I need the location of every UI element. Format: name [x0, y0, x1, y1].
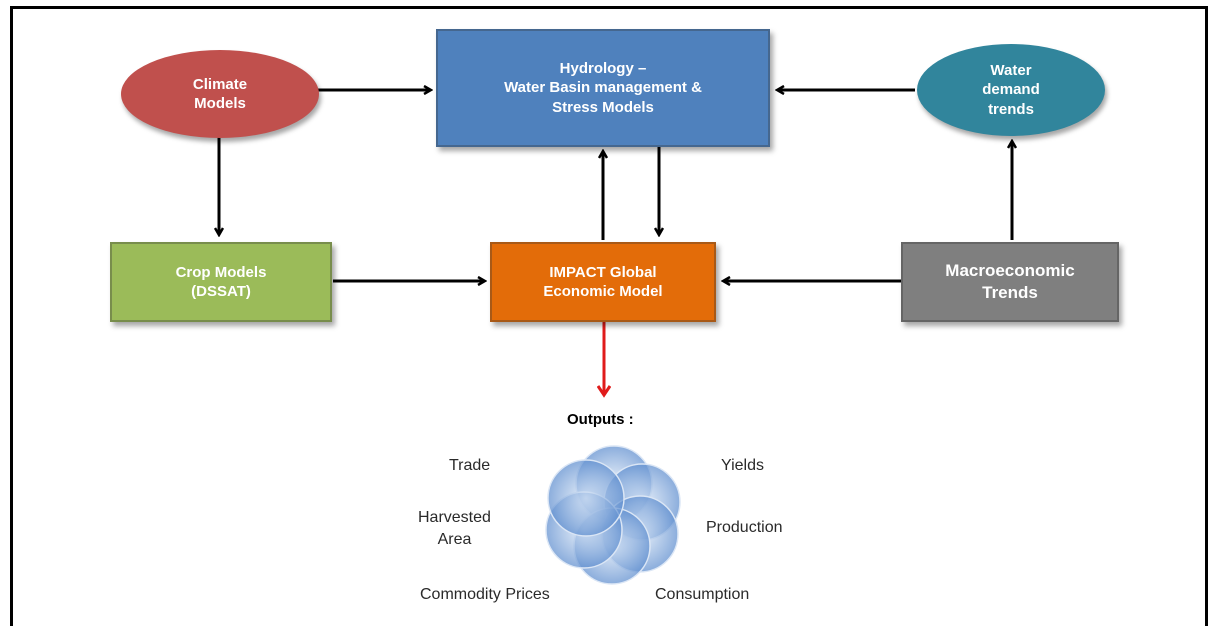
impact-model-node: IMPACT Global Economic Model — [490, 242, 716, 322]
hydrology-label: Hydrology – Water Basin management & Str… — [504, 59, 702, 116]
climate-models-label: Climate Models — [192, 75, 248, 113]
outputs-title: Outputs : — [567, 411, 634, 428]
macroeconomic-label: Macroeconomic Trends — [945, 260, 1075, 302]
output-trade: Trade — [449, 457, 491, 474]
hydrology-node: Hydrology – Water Basin management & Str… — [436, 29, 770, 147]
top-edge — [0, 0, 1215, 6]
water-demand-node: Water demand trends — [917, 44, 1105, 136]
climate-models-node: Climate Models — [121, 50, 319, 138]
crop-models-label: Crop Models (DSSAT) — [175, 263, 267, 301]
outputs-flower-graphic — [545, 445, 681, 585]
output-yields: Yields — [721, 457, 764, 474]
diagram-frame — [10, 6, 1208, 626]
water-demand-label: Water demand trends — [982, 61, 1040, 118]
output-production: Production — [706, 519, 783, 536]
output-harvested-area: Harvested Area — [418, 509, 491, 548]
crop-models-node: Crop Models (DSSAT) — [110, 242, 332, 322]
macroeconomic-node: Macroeconomic Trends — [901, 242, 1119, 322]
output-consumption: Consumption — [655, 586, 750, 603]
output-commodity-prices: Commodity Prices — [420, 586, 550, 603]
impact-model-label: IMPACT Global Economic Model — [543, 263, 663, 301]
